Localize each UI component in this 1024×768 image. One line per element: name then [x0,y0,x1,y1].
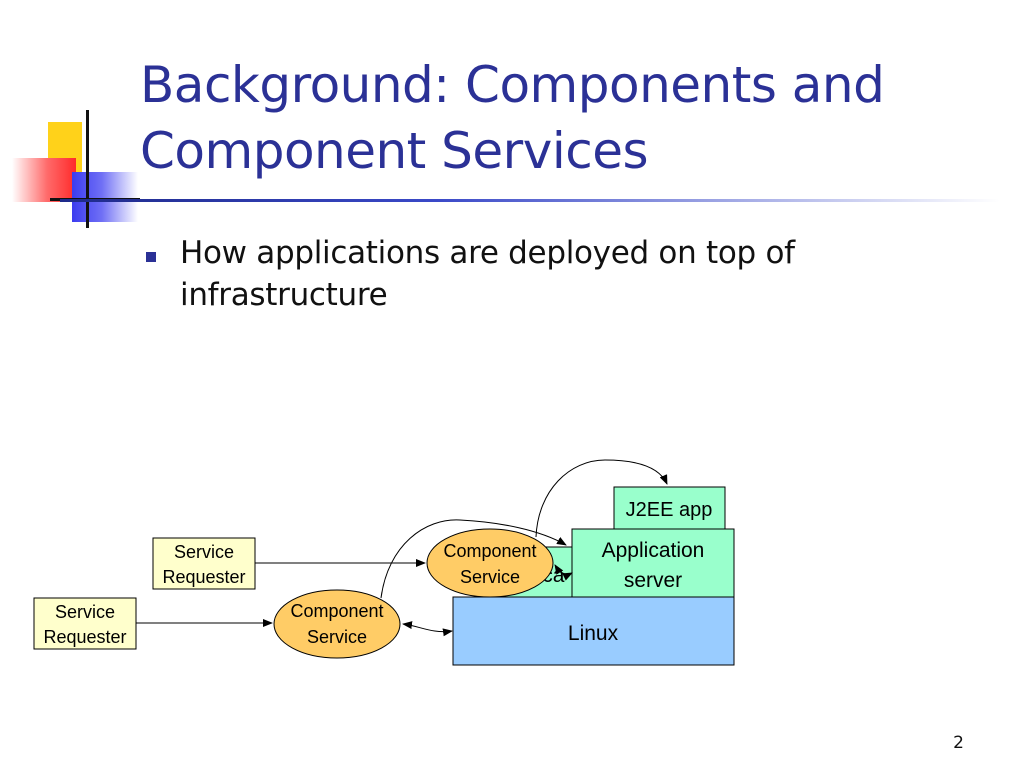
application-server-line1: Application [602,539,705,562]
j2ee-app-label: J2EE app [626,499,713,521]
component-1-application-bidirectional-arrow [554,564,573,581]
application-server-box: Application server [571,528,735,598]
component-service-1: Component Service [426,528,554,598]
service-requester-2: Service Requester [33,597,137,650]
linux-label: Linux [568,622,619,645]
service-requester-1-line2: Requester [162,567,245,587]
service-requester-1: Service Requester [152,537,256,590]
title-underline [60,199,1000,202]
service-requester-1-line1: Service [174,542,234,562]
bullet-text: How applications are deployed on top of … [180,235,795,313]
bullet-item: How applications are deployed on top of … [140,232,1000,316]
j2ee-app-box: J2EE app [613,486,726,530]
logo-blue-square [72,172,138,222]
square-bullet-icon [146,252,156,262]
logo-vertical-line [86,110,89,228]
component-service-2-line2: Service [307,627,367,647]
service-requester-2-line1: Service [55,602,115,622]
component-service-1-line1: Component [443,541,536,561]
decorative-logo [0,100,140,230]
component-2-to-application-curve-arrow [380,519,567,599]
application-server-line2: server [624,569,682,592]
page-number: 2 [953,733,964,753]
linux-box: Linux [452,596,735,666]
component-2-linux-bidirectional-arrow [402,621,453,637]
logo-red-square [12,158,76,202]
service-requester-2-line2: Requester [43,627,126,647]
component-service-1-line2: Service [460,567,520,587]
component-1-to-j2ee-curve-arrow [535,459,668,538]
slide-title: Background: Components and Component Ser… [140,56,885,180]
component-service-2-line1: Component [290,601,383,621]
component-service-2: Component Service [273,589,401,659]
